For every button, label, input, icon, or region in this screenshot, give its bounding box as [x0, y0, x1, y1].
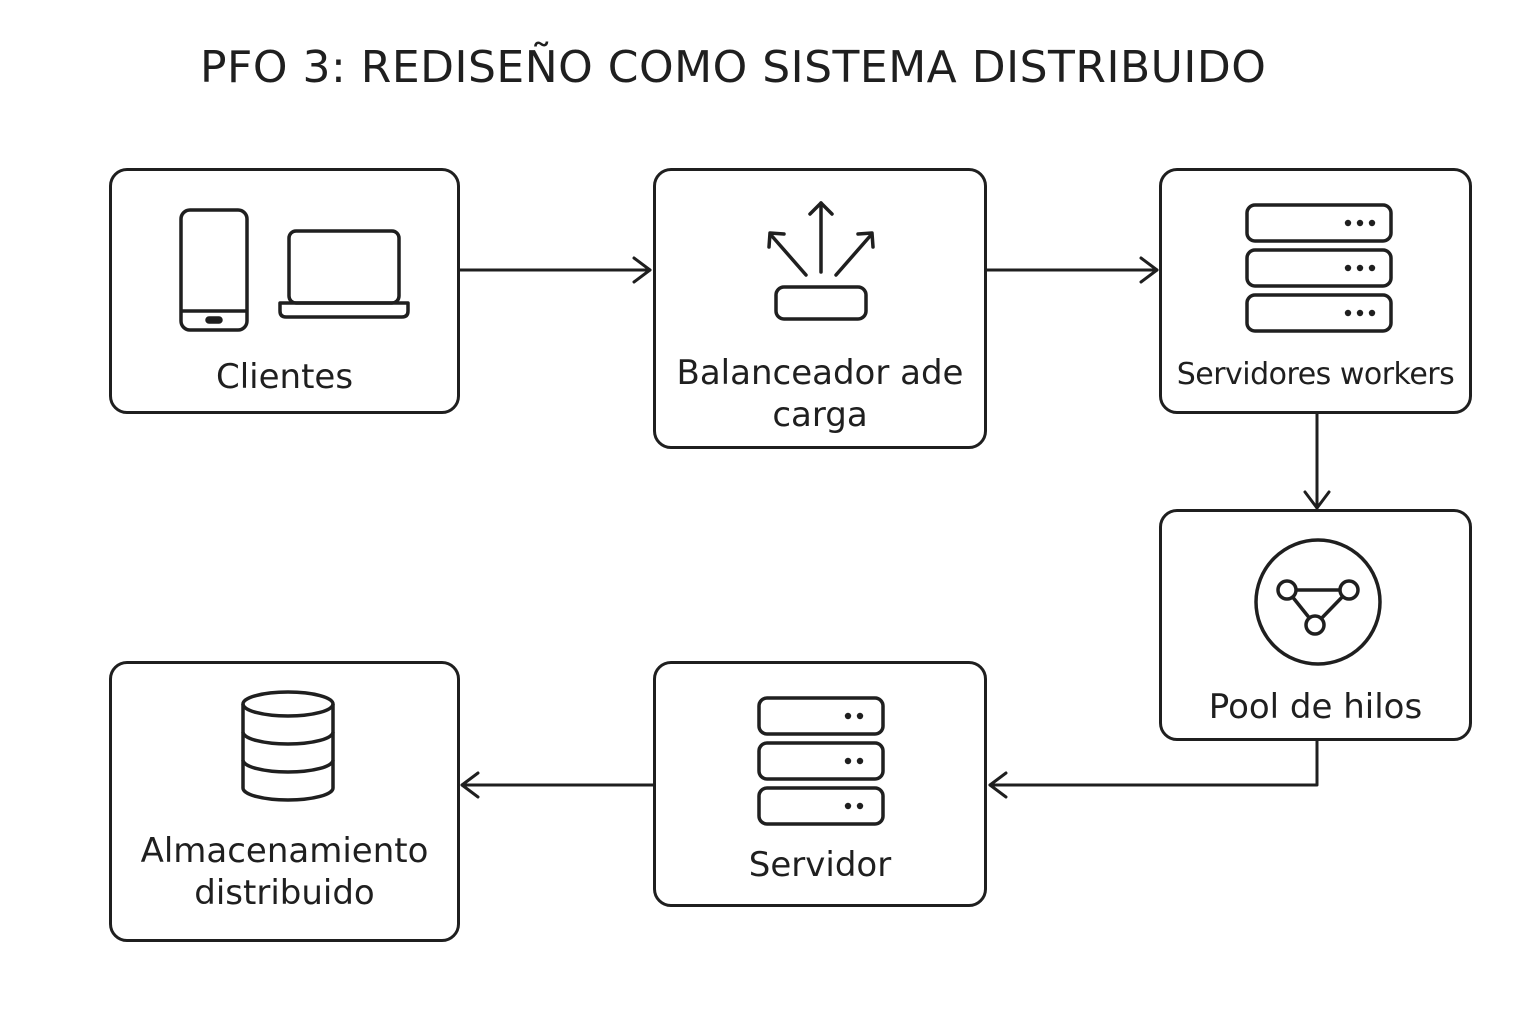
server-stack-icon — [757, 696, 885, 826]
laptop-icon — [278, 229, 410, 319]
edge-pool-to-servidor — [988, 738, 1319, 799]
node-label-workers: Servidores workers — [1176, 357, 1455, 392]
node-balanceador: Balanceador ade carga — [653, 168, 987, 449]
node-label-pool: Pool de hilos — [1208, 687, 1423, 727]
database-icon — [241, 690, 335, 802]
edge-clientes-to-balanceador — [458, 256, 652, 284]
diagram-title: PFO 3: REDISEÑO COMO SISTEMA DISTRIBUIDO — [200, 42, 1267, 93]
node-workers: Servidores workers — [1159, 168, 1472, 414]
smartphone-icon — [179, 208, 249, 332]
node-label-clientes: Clientes — [215, 357, 354, 397]
edge-balanceador-to-workers — [985, 256, 1159, 284]
node-servidor: Servidor — [653, 661, 987, 907]
edge-servidor-to-almacenamiento — [460, 771, 655, 799]
node-label-balanceador: Balanceador ade carga — [676, 353, 964, 435]
load-balancer-icon — [767, 201, 875, 321]
node-almacenamiento: Almacenamiento distribuido — [109, 661, 460, 942]
node-label-servidor: Servidor — [748, 845, 892, 885]
network-nodes-icon — [1254, 538, 1382, 666]
node-pool: Pool de hilos — [1159, 509, 1472, 741]
node-label-almacenamiento: Almacenamiento distribuido — [140, 831, 429, 913]
node-clientes: Clientes — [109, 168, 460, 414]
edge-workers-to-pool — [1303, 411, 1331, 510]
server-stack-icon — [1245, 203, 1393, 333]
